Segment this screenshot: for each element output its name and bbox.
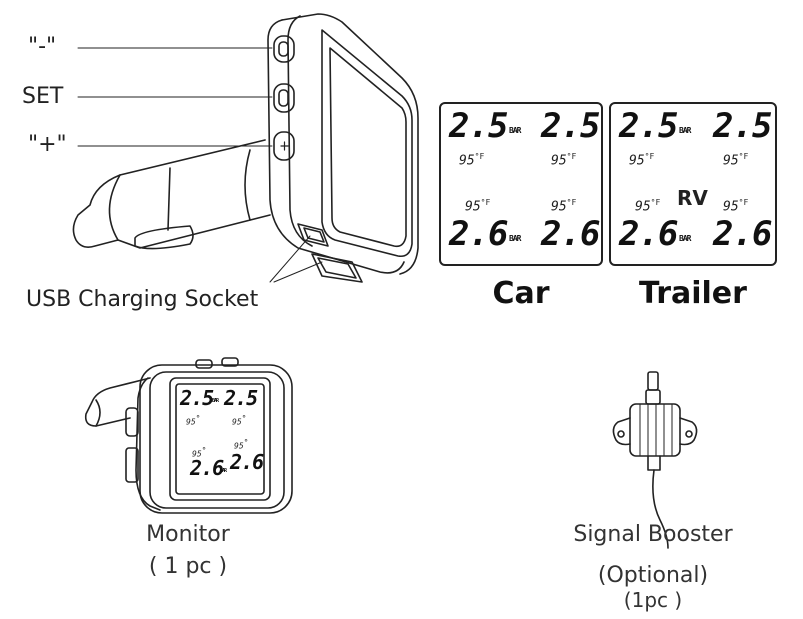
car-front-right-temp: 95°F xyxy=(551,152,577,169)
trailer-title: Trailer xyxy=(639,276,747,311)
car-rear-right-temp: 95°F xyxy=(551,198,577,215)
plus-button-label: "+" xyxy=(28,132,67,157)
car-title: Car xyxy=(492,276,550,311)
monitor-rear-right-temp: 95° xyxy=(234,438,249,451)
minus-button-label: "-" xyxy=(28,34,57,59)
monitor-quantity: ( 1 pc ) xyxy=(148,554,228,579)
rv-badge: RV xyxy=(677,186,708,210)
trailer-rear-pressure-unit: BAR xyxy=(679,234,691,243)
car-rear-left-pressure: 2.6 xyxy=(449,214,508,254)
booster-optional-label: (Optional) xyxy=(597,563,709,588)
car-rear-right-pressure: 2.6 xyxy=(541,214,600,254)
car-rear-pressure-unit: BAR xyxy=(509,234,521,243)
trailer-front-right-temp: 95°F xyxy=(723,152,749,169)
trailer-rear-left-temp: 95°F xyxy=(635,198,661,215)
car-front-left-temp: 95°F xyxy=(459,152,485,169)
monitor-caption: Monitor xyxy=(146,522,230,547)
large-device-plug xyxy=(72,139,271,250)
monitor-rear-left-temp: 95° xyxy=(192,446,207,459)
trailer-rear-right-pressure: 2.6 xyxy=(713,214,772,254)
monitor-front-left-temp: 95° xyxy=(186,414,201,427)
trailer-display-panel: 2.5 BAR 2.5 95°F 95°F RV 95°F 95°F 2.6 B… xyxy=(609,102,777,266)
usb-socket-label: USB Charging Socket xyxy=(26,287,259,312)
trailer-front-left-temp: 95°F xyxy=(629,152,655,169)
monitor-front-right-pressure: 2.5 xyxy=(224,386,258,410)
large-device-housing xyxy=(267,13,419,283)
usb-leader-line-1 xyxy=(269,235,311,283)
car-front-left-pressure: 2.5 xyxy=(449,106,508,146)
trailer-rear-left-pressure: 2.6 xyxy=(619,214,678,254)
booster-caption: Signal Booster xyxy=(573,522,733,547)
usb-leader-line-2 xyxy=(273,261,323,283)
car-pressure-unit: BAR xyxy=(509,126,521,135)
monitor-rear-right-pressure: 2.6 xyxy=(230,450,264,474)
trailer-front-right-pressure: 2.5 xyxy=(713,106,772,146)
booster-quantity: (1pc ) xyxy=(623,588,683,612)
trailer-pressure-unit: BAR xyxy=(679,126,691,135)
monitor-screen: 2.5 BAR 2.5 95° 95° 95° 95° 2.6 BAR 2.6 xyxy=(178,386,264,492)
monitor-rear-left-pressure: 2.6 xyxy=(190,456,224,480)
monitor-rear-pressure-unit: BAR xyxy=(220,468,227,474)
car-rear-left-temp: 95°F xyxy=(465,198,491,215)
signal-booster-device xyxy=(612,371,698,549)
trailer-rear-right-temp: 95°F xyxy=(723,198,749,215)
trailer-front-left-pressure: 2.5 xyxy=(619,106,678,146)
monitor-pressure-unit: BAR xyxy=(212,398,219,404)
monitor-front-left-pressure: 2.5 xyxy=(180,386,214,410)
monitor-front-right-temp: 95° xyxy=(232,414,247,427)
set-button-label: SET xyxy=(22,84,64,109)
car-front-right-pressure: 2.5 xyxy=(541,106,600,146)
monitor-device xyxy=(84,357,293,514)
car-display-panel: 2.5 BAR 2.5 95°F 95°F 95°F 95°F 2.6 BAR … xyxy=(439,102,603,266)
